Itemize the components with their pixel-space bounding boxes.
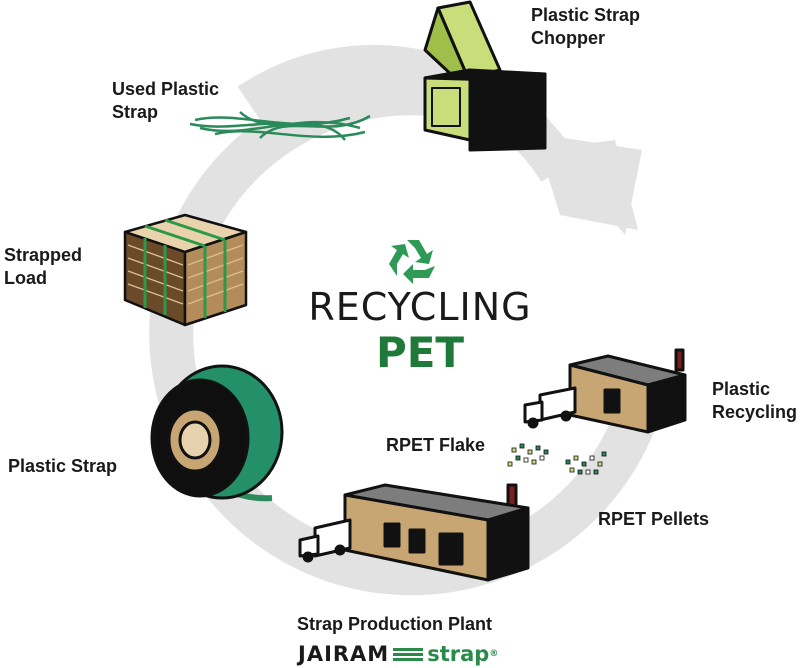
label-rpet-pellets: RPET Pellets	[598, 509, 710, 529]
strap-coil-illustration	[150, 364, 284, 502]
label-strap-production-plant: Strap Production Plant	[297, 614, 493, 634]
rpet-pellets-illustration	[565, 451, 607, 475]
brand-bars-icon	[393, 647, 424, 661]
strapped-load-illustration	[123, 213, 248, 327]
recycling-plant-illustration	[523, 348, 687, 434]
brand-logo: JAIRAM strap ®	[298, 642, 498, 666]
center-title-recycling: RECYCLING	[308, 285, 532, 329]
brand-logo-part2: strap	[427, 642, 490, 666]
center-title-pet: PET	[375, 328, 465, 377]
chopper-illustration	[423, 0, 547, 152]
brand-logo-part1: JAIRAM	[298, 642, 390, 666]
rpet-flake-illustration	[507, 443, 549, 467]
brand-registered-mark: ®	[489, 649, 499, 659]
production-plant-illustration	[298, 483, 530, 582]
label-rpet-flake: RPET Flake	[386, 435, 486, 455]
recycle-icon	[389, 240, 435, 284]
label-plastic-strap: Plastic Strap	[8, 456, 118, 476]
used-strap-illustration	[189, 111, 371, 141]
